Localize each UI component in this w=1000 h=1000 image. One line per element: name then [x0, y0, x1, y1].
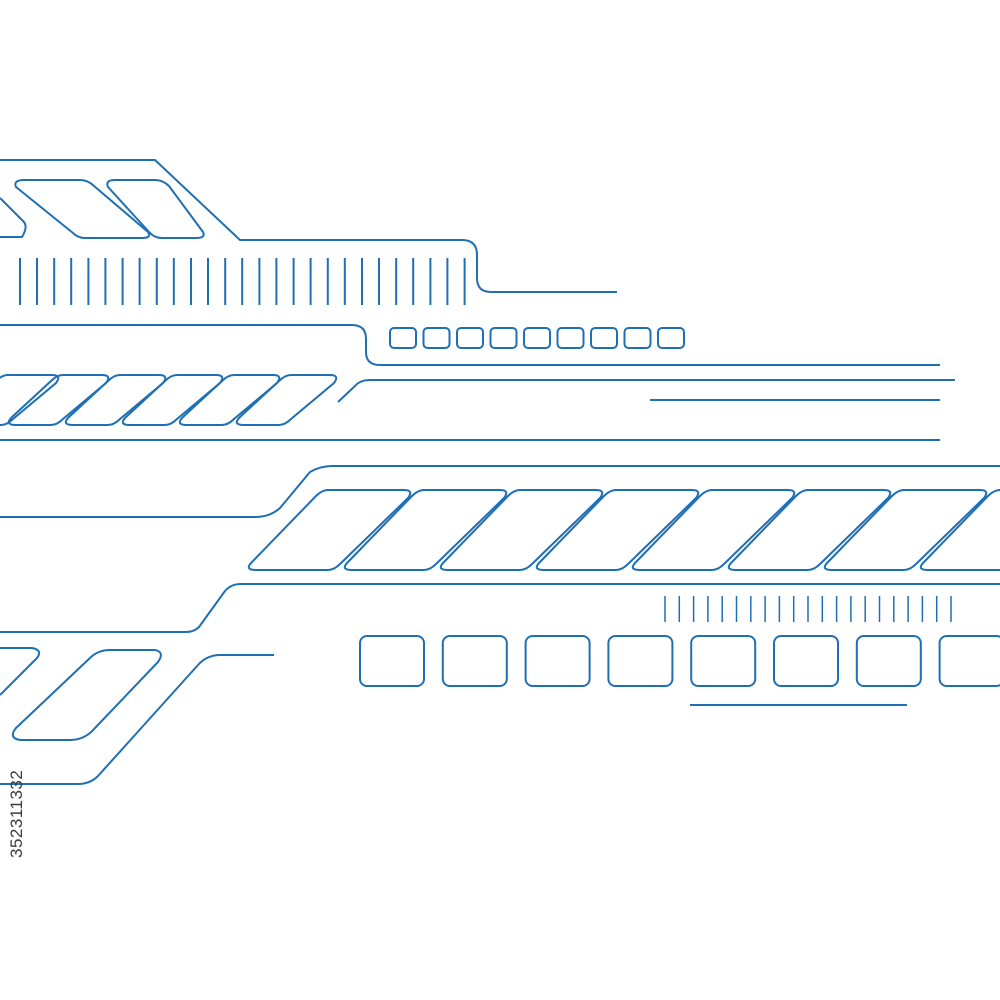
small-square	[556, 327, 585, 349]
slanted-bar-large	[247, 489, 412, 571]
small-square-row	[389, 327, 685, 349]
small-square	[422, 327, 451, 349]
slanted-bar-row-2	[0, 374, 338, 426]
large-square	[773, 635, 839, 687]
big-trace-bottom	[0, 583, 1000, 633]
top-chevron-bar-3	[106, 179, 205, 239]
large-square-row	[359, 635, 1000, 687]
slanted-bar	[64, 374, 167, 426]
slanted-bar-large	[535, 489, 700, 571]
small-square	[523, 327, 551, 349]
small-square	[489, 327, 518, 349]
large-square	[524, 635, 591, 687]
stock-id-label: 352311332	[7, 770, 26, 859]
trace-bend-right	[337, 379, 955, 403]
big-trace-top	[0, 465, 1000, 518]
top-tick-group	[19, 258, 466, 305]
slanted-bar-large	[631, 489, 796, 571]
top-chevron-bar-2	[14, 179, 151, 239]
slanted-bar-large	[343, 489, 508, 571]
small-square	[389, 327, 417, 349]
bottom-left-trace	[0, 654, 274, 785]
slanted-bar-large	[919, 489, 1000, 571]
bottom-left-bar-2	[11, 649, 162, 741]
slanted-bar	[235, 374, 338, 426]
slanted-bar-large	[439, 489, 604, 571]
slanted-bar	[7, 374, 110, 426]
small-square	[590, 327, 618, 349]
small-square	[456, 327, 484, 349]
bottom-left-bar-1	[0, 647, 41, 696]
large-square	[441, 635, 508, 687]
slanted-bar-large	[727, 489, 892, 571]
large-square	[690, 635, 757, 687]
slanted-bar	[178, 374, 281, 426]
right-tick-group	[664, 596, 952, 622]
slanted-bar	[121, 374, 224, 426]
mid-trace	[0, 324, 940, 366]
small-square	[657, 327, 685, 349]
small-square	[623, 327, 652, 349]
slanted-bar-large	[823, 489, 988, 571]
large-square	[855, 635, 922, 687]
top-chevron-bar-1	[0, 197, 27, 238]
large-square	[938, 635, 1000, 687]
slanted-bar	[0, 374, 60, 426]
large-square	[359, 635, 425, 687]
large-square	[607, 635, 674, 687]
slanted-bar-row-3	[247, 489, 1000, 571]
top-trace	[0, 159, 617, 293]
